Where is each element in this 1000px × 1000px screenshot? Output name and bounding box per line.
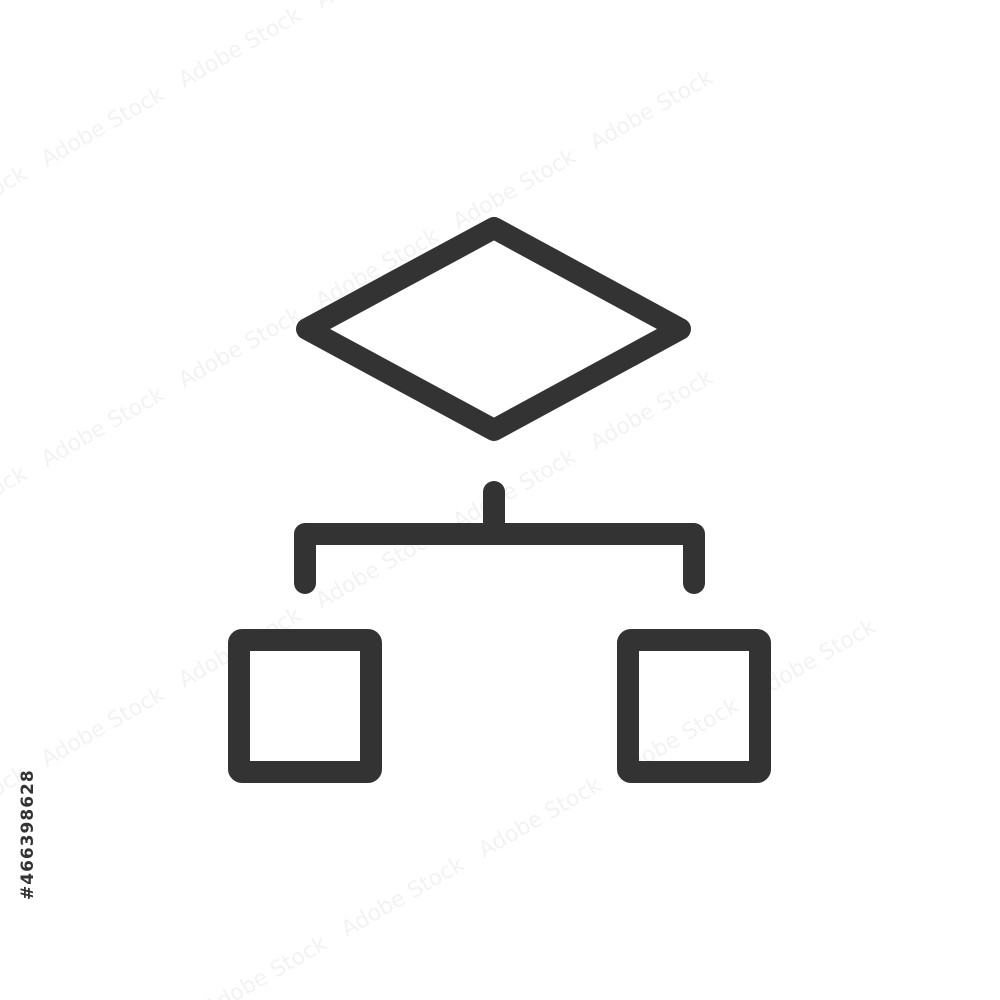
connector-branch: [294, 523, 705, 594]
stock-id-label: #466398628: [18, 769, 38, 900]
process-box-left-icon: [228, 629, 382, 783]
flowchart-strokes: [228, 217, 771, 783]
decision-diamond-icon: [296, 217, 691, 441]
process-box-right-icon: [617, 629, 771, 783]
